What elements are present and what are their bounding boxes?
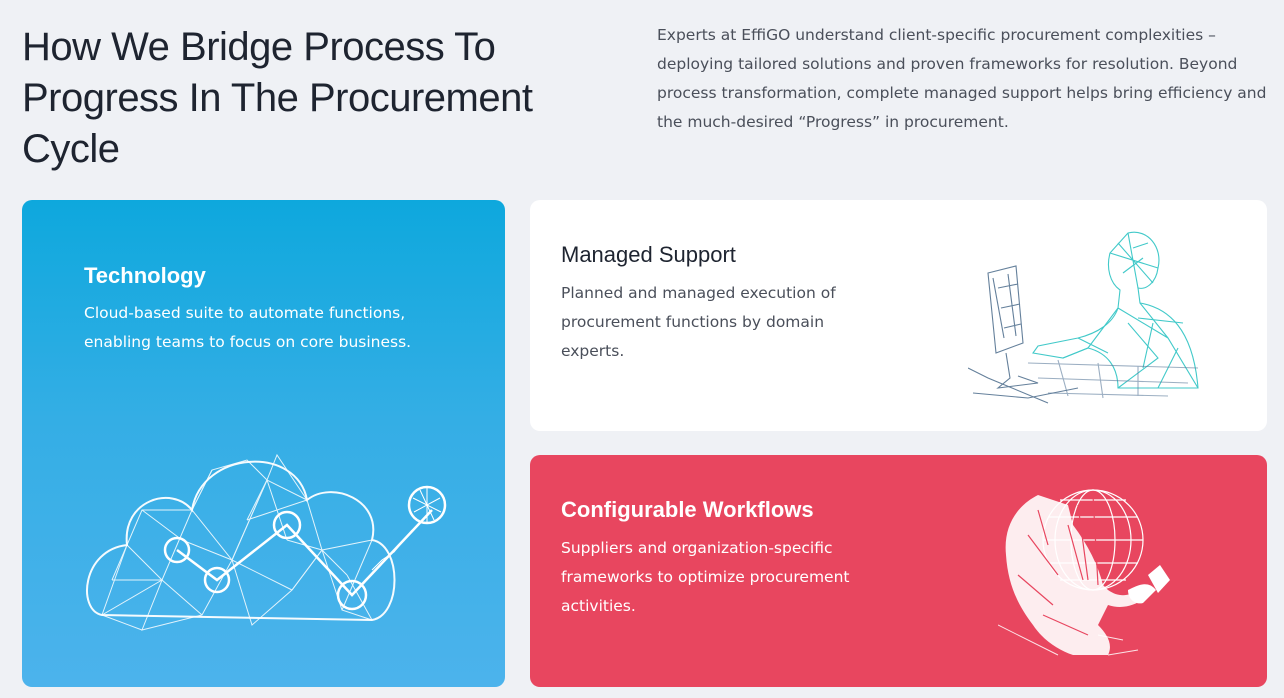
intro-paragraph: Experts at EffiGO understand client-spec…: [657, 26, 1267, 131]
card-title-technology: Technology: [84, 263, 206, 288]
page-title: How We Bridge Process To Progress In The…: [22, 25, 533, 171]
configurable-workflows-card[interactable]: Configurable Workflows Suppliers and org…: [530, 455, 1267, 687]
technology-card[interactable]: Technology Cloud-based suite to automate…: [22, 200, 505, 687]
card-title-managed-support: Managed Support: [561, 242, 736, 267]
cloud-network-icon: [86, 453, 447, 631]
card-title-configurable-workflows: Configurable Workflows: [561, 497, 814, 522]
card-text-managed-support: Planned and managed execution of procure…: [561, 284, 836, 360]
card-text-technology: Cloud-based suite to automate functions,…: [84, 304, 412, 351]
person-with-globe-icon: [998, 489, 1170, 656]
managed-support-card[interactable]: Managed Support Planned and managed exec…: [530, 200, 1267, 431]
person-at-computer-icon: [968, 231, 1199, 404]
card-text-configurable-workflows: Suppliers and organization-specific fram…: [561, 539, 850, 615]
